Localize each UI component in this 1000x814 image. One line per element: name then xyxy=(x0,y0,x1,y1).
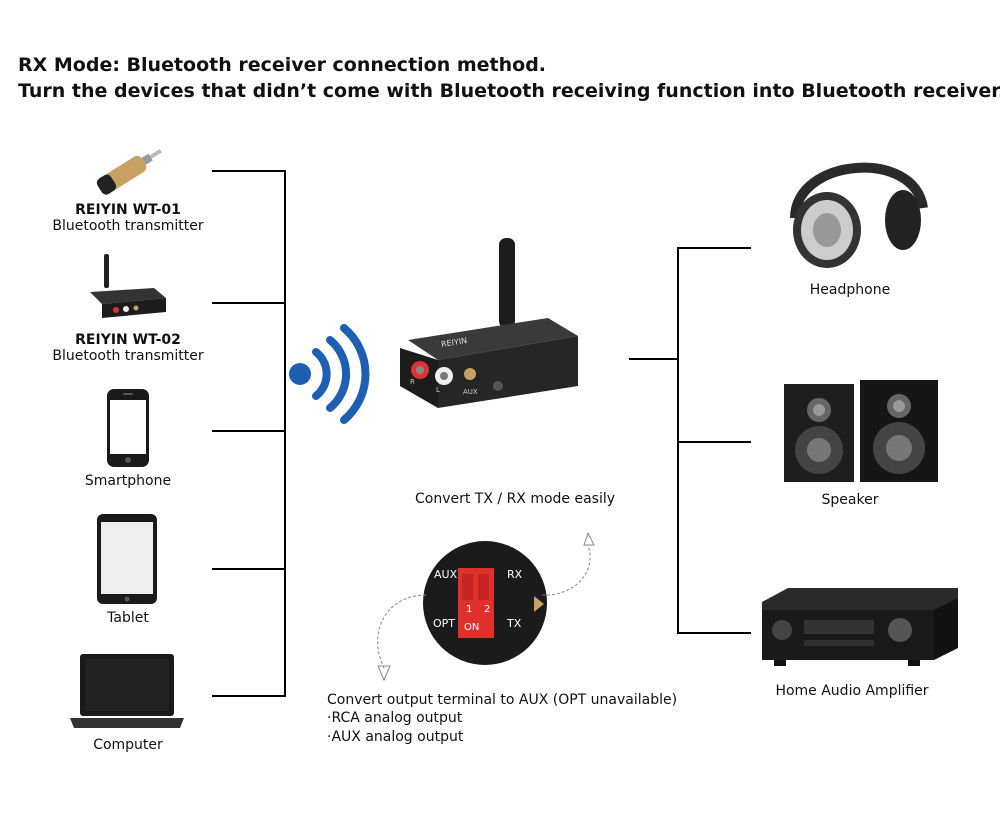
connector-left-trunk xyxy=(284,170,286,697)
switch-note-item-1: ·RCA analog output xyxy=(327,710,463,726)
switch-label-tx: TX xyxy=(507,617,522,630)
switch-caption: Convert TX / RX mode easily xyxy=(415,491,616,507)
wt01-transmitter-image xyxy=(96,149,162,195)
receiver-device-image xyxy=(400,238,578,408)
wt01-label: REIYIN WT-01 Bluetooth transmitter xyxy=(52,202,204,234)
receiver-port-l: L xyxy=(436,386,440,394)
wt02-label: REIYIN WT-02 Bluetooth transmitter xyxy=(52,332,204,364)
connector-amplifier xyxy=(677,632,751,634)
heading-line-1: RX Mode: Bluetooth receiver connection m… xyxy=(18,54,547,76)
switch-label-rx: RX xyxy=(507,568,523,581)
wt01-model: REIYIN WT-01 xyxy=(75,202,181,218)
receiver-port-aux: AUX xyxy=(463,388,478,396)
switch-number-2: 2 xyxy=(484,604,491,615)
wt02-transmitter-image xyxy=(90,254,166,318)
connector-wt02 xyxy=(212,302,286,304)
smartphone-image xyxy=(107,389,149,467)
connector-headphone xyxy=(677,247,751,249)
connector-speaker xyxy=(677,441,751,443)
switch-number-1: 1 xyxy=(466,604,473,615)
headphone-image xyxy=(790,162,928,268)
tablet-label: Tablet xyxy=(107,610,149,626)
wt01-desc: Bluetooth transmitter xyxy=(52,218,204,234)
switch-label-opt: OPT xyxy=(433,617,456,630)
computer-image xyxy=(70,654,184,728)
heading-line-2: Turn the devices that didn’t come with B… xyxy=(18,80,1000,102)
bluetooth-wave-icon xyxy=(289,324,370,424)
connector-right-trunk xyxy=(677,247,679,634)
tablet-image xyxy=(97,514,157,604)
wt02-model: REIYIN WT-02 xyxy=(75,332,181,348)
headphone-label: Headphone xyxy=(809,282,891,298)
dip-switch-image xyxy=(423,541,547,665)
amplifier-label: Home Audio Amplifier xyxy=(775,683,929,699)
switch-label-aux: AUX xyxy=(434,568,458,581)
switch-on-label: ON xyxy=(464,622,480,633)
arrow-top-icon xyxy=(541,531,595,596)
connector-wt01 xyxy=(212,170,286,172)
receiver-port-r: R xyxy=(410,378,415,386)
connector-tablet xyxy=(212,568,286,570)
connector-smartphone xyxy=(212,430,286,432)
connector-receiver xyxy=(629,358,679,360)
speaker-image xyxy=(784,380,938,482)
arrow-bottom-icon xyxy=(377,594,427,682)
speaker-label: Speaker xyxy=(821,492,879,508)
switch-note-item-2: ·AUX analog output xyxy=(327,729,464,745)
connector-computer xyxy=(212,695,286,697)
computer-label: Computer xyxy=(93,737,163,753)
amplifier-image xyxy=(762,588,958,666)
smartphone-label: Smartphone xyxy=(84,473,172,489)
switch-note-title: Convert output terminal to AUX (OPT unav… xyxy=(327,692,678,708)
wt02-desc: Bluetooth transmitter xyxy=(52,348,204,364)
